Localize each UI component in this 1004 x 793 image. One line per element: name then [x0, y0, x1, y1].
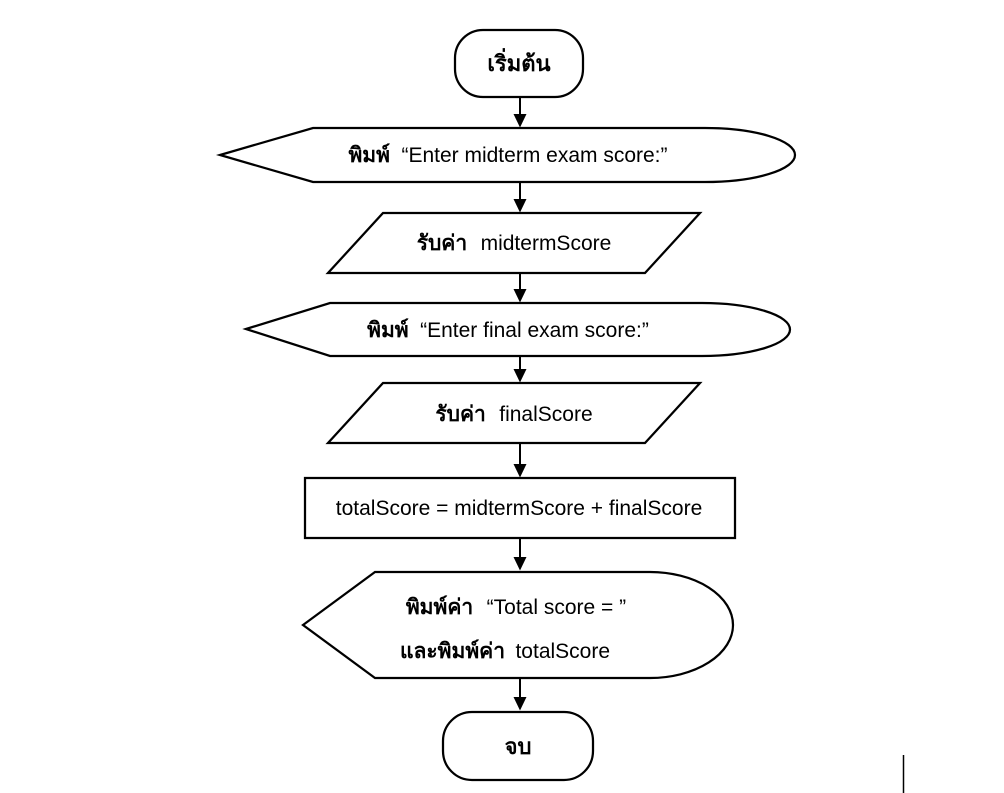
flow-arrow-3-head — [513, 289, 527, 303]
terminal-start-text: เริ่มต้น — [487, 47, 550, 76]
input-midterm-keyword: รับค่า — [417, 232, 467, 255]
display-print-total-line2-text: totalScore — [515, 640, 610, 663]
input-midterm-text: midtermScore — [481, 232, 612, 255]
display-print-total-line1-keyword: พิมพ์ค่า — [406, 595, 473, 619]
terminal-end-label: จบ — [505, 734, 532, 759]
flow-arrows — [513, 97, 527, 711]
display-print-total-line2: และพิมพ์ค่า totalScore — [400, 639, 610, 663]
process-compute-total-text: totalScore = midtermScore + finalScore — [336, 497, 703, 520]
terminal-end-text: จบ — [505, 734, 532, 759]
process-compute-total-label: totalScore = midtermScore + finalScore — [336, 497, 703, 520]
display-print-midterm-text: “Enter midterm exam score:” — [401, 144, 667, 167]
display-print-total-shape — [301, 570, 735, 680]
flow-arrow-5-head — [513, 464, 527, 478]
display-print-final-shape — [242, 301, 792, 358]
flow-arrow-6-head — [513, 557, 527, 571]
terminal-end-shape — [441, 710, 595, 782]
display-print-final-keyword: พิมพ์ — [367, 318, 409, 342]
input-final-text: finalScore — [499, 403, 592, 426]
display-print-midterm-label: พิมพ์ “Enter midterm exam score:” — [348, 143, 667, 167]
input-final-keyword: รับค่า — [435, 403, 485, 426]
flow-arrow-4-head — [513, 369, 527, 383]
input-midterm-shape — [325, 211, 703, 275]
display-print-total-line1-text: “Total score = ” — [487, 596, 626, 619]
display-print-midterm-shape — [215, 126, 797, 184]
input-final-label: รับค่า finalScore — [435, 403, 592, 426]
display-print-midterm-keyword: พิมพ์ — [348, 143, 390, 167]
input-midterm-label: รับค่า midtermScore — [417, 232, 612, 255]
terminal-start-label: เริ่มต้น — [487, 47, 550, 76]
terminal-start-shape — [453, 28, 585, 99]
display-print-total-line1: พิมพ์ค่า “Total score = ” — [406, 595, 626, 619]
process-compute-total-shape — [303, 476, 737, 540]
display-print-final-text: “Enter final exam score:” — [420, 319, 649, 342]
flow-arrow-7-head — [513, 697, 527, 711]
input-final-shape — [325, 381, 703, 445]
flow-arrow-1-head — [513, 114, 527, 128]
display-print-total-line2-keyword: และพิมพ์ค่า — [400, 639, 505, 663]
display-print-final-label: พิมพ์ “Enter final exam score:” — [367, 318, 649, 342]
flow-arrow-2-head — [513, 199, 527, 213]
